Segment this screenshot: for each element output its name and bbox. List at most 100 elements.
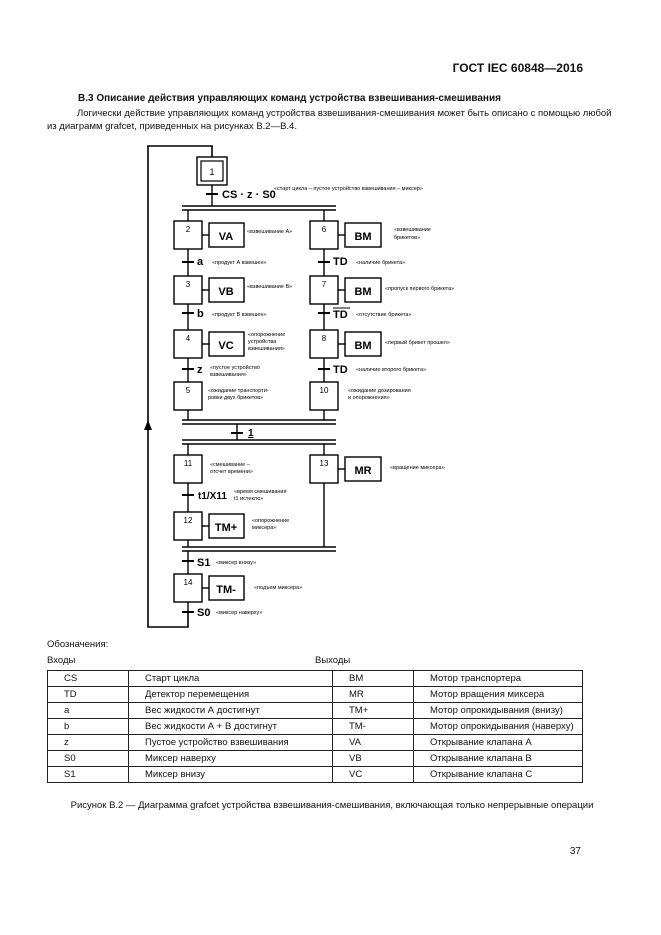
action-label: MR bbox=[354, 465, 371, 477]
inputs-header: Входы bbox=[47, 655, 76, 666]
note: «продукт А взвешен» bbox=[212, 260, 267, 266]
input-code: z bbox=[47, 734, 129, 751]
action-label: VB bbox=[218, 286, 233, 298]
step-13 bbox=[309, 454, 339, 484]
note: «миксер наверху» bbox=[216, 610, 262, 616]
action-label: BM bbox=[354, 231, 371, 243]
action-label: BM bbox=[354, 286, 371, 298]
step-5 bbox=[173, 381, 203, 411]
note: «ожидание дозирования bbox=[348, 388, 411, 394]
figure-caption: Рисунок В.2 — Диаграмма grafcet устройст… bbox=[70, 800, 594, 811]
transition-label: b bbox=[197, 308, 204, 320]
output-code: VA bbox=[332, 734, 414, 751]
step-label: 7 bbox=[322, 280, 327, 289]
note: «взвешивание А» bbox=[247, 229, 292, 235]
output-description: Открывание клапана А bbox=[413, 734, 583, 751]
output-description: Мотор вращения миксера bbox=[413, 686, 583, 703]
note: брикетов» bbox=[394, 235, 420, 241]
transition-label: 1 bbox=[248, 428, 254, 439]
step-label: 1 bbox=[209, 167, 214, 177]
output-description: Открывание клапана С bbox=[413, 766, 583, 783]
action-label: VA bbox=[219, 231, 234, 243]
note: «подъем миксера» bbox=[254, 585, 302, 591]
input-description: Миксер внизу bbox=[128, 766, 333, 783]
action-label: TM- bbox=[216, 584, 236, 596]
step-label: 2 bbox=[186, 225, 191, 234]
legend-table: CS Старт цикла BM Мотор транспортера TD … bbox=[47, 670, 583, 783]
input-description: Старт цикла bbox=[128, 670, 333, 687]
note: «наличие второго брикета» bbox=[356, 367, 426, 373]
legend-title: Обозначения: bbox=[47, 639, 109, 650]
table-row: CS Старт цикла BM Мотор транспортера bbox=[47, 670, 583, 687]
note: «старт цикла – пустое устройство взвешив… bbox=[274, 185, 423, 192]
note: взвешивания» bbox=[210, 372, 247, 378]
note: «опорожнение bbox=[252, 518, 289, 524]
output-code: MR bbox=[332, 686, 414, 703]
note: «отсутствие брикета» bbox=[356, 312, 411, 318]
transition-label: S0 bbox=[197, 607, 210, 619]
input-code: b bbox=[47, 718, 129, 735]
transition-label: z bbox=[197, 364, 203, 376]
note: «первый брикет прошел» bbox=[385, 339, 450, 346]
input-description: Миксер наверху bbox=[128, 750, 333, 767]
step-6 bbox=[309, 220, 339, 250]
note: устройства bbox=[248, 338, 277, 345]
action-tm-plus bbox=[208, 513, 245, 539]
input-code: S1 bbox=[47, 766, 129, 783]
input-code: TD bbox=[47, 686, 129, 703]
step-label: 6 bbox=[322, 225, 327, 234]
standard-header: ГОСТ IEC 60848—2016 bbox=[452, 61, 583, 75]
note: «ожидание транспорти- bbox=[208, 388, 269, 394]
action-vb bbox=[208, 277, 245, 303]
note: «наличие брикета» bbox=[356, 260, 405, 266]
input-code: S0 bbox=[47, 750, 129, 767]
section-title: В.3 Описание действия управляющих команд… bbox=[78, 93, 501, 104]
step-label: 8 bbox=[322, 334, 327, 343]
step-2 bbox=[173, 220, 203, 250]
note: «время смешивания bbox=[234, 489, 286, 495]
table-row: b Вес жидкости А + В достигнут TM- Мотор… bbox=[47, 718, 583, 735]
action-label: VC bbox=[218, 340, 233, 352]
step-10 bbox=[309, 381, 339, 411]
output-description: Мотор транспортера bbox=[413, 670, 583, 687]
note: «пустое устройство bbox=[210, 364, 260, 371]
input-code: a bbox=[47, 702, 129, 719]
output-description: Мотор опрокидывания (внизу) bbox=[413, 702, 583, 719]
note: «взвешивание В» bbox=[247, 284, 292, 290]
transition-label: TD bbox=[333, 256, 348, 268]
note: миксера» bbox=[252, 525, 276, 531]
step-label: 3 bbox=[186, 280, 191, 289]
action-bm-6 bbox=[344, 222, 382, 248]
note: «взвешивание bbox=[394, 227, 431, 233]
step-11 bbox=[173, 454, 203, 484]
input-code: CS bbox=[47, 670, 129, 687]
step-label: 4 bbox=[186, 334, 191, 343]
input-description: Вес жидкости А достигнут bbox=[128, 702, 333, 719]
action-bm-7 bbox=[344, 277, 382, 303]
transition-label: TD bbox=[333, 364, 348, 376]
note: отсчет времени» bbox=[210, 469, 253, 475]
note: ровки двух брикетов» bbox=[208, 395, 263, 401]
transition-label: TD bbox=[333, 309, 348, 321]
return-loop bbox=[144, 145, 213, 628]
step-12 bbox=[173, 511, 203, 541]
note: и опорожнения» bbox=[348, 395, 390, 401]
note: «вращение миксера» bbox=[390, 465, 445, 471]
input-description: Пустое устройство взвешивания bbox=[128, 734, 333, 751]
action-bm-8 bbox=[344, 331, 382, 357]
transition-label: a bbox=[197, 256, 204, 268]
section-paragraph: Логически действие управляющих команд ус… bbox=[47, 108, 612, 132]
note: «опорожнение bbox=[248, 332, 285, 338]
note: взвешивания» bbox=[248, 346, 285, 352]
input-description: Вес жидкости А + В достигнут bbox=[128, 718, 333, 735]
action-tm-minus bbox=[208, 575, 245, 601]
page-number: 37 bbox=[569, 846, 581, 857]
note: «пропуск первого брикета» bbox=[385, 286, 454, 292]
step-label: 5 bbox=[186, 386, 191, 395]
convergence-bar bbox=[182, 419, 336, 425]
table-row: a Вес жидкости А достигнут TM+ Мотор опр… bbox=[47, 702, 583, 719]
output-description: Мотор опрокидывания (наверху) bbox=[413, 718, 583, 735]
table-row: S0 Миксер наверху VB Открывание клапана … bbox=[47, 750, 583, 767]
note: «продукт В взвешен» bbox=[212, 312, 267, 318]
convergence-bar bbox=[182, 546, 336, 552]
